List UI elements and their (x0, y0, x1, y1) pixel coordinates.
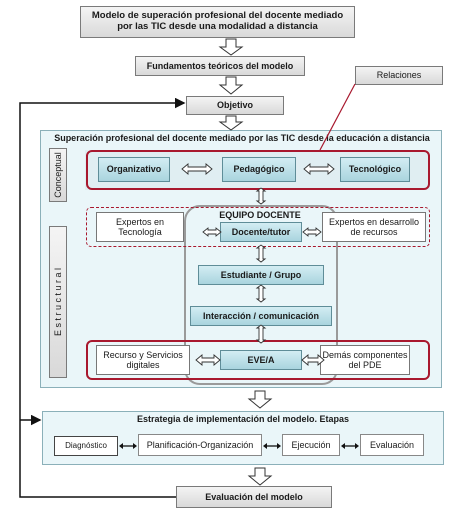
relaciones-box: Relaciones (355, 66, 443, 85)
docente-estudiante-group (184, 205, 338, 385)
estructural-label: E s t r u c t u r a l (53, 267, 63, 337)
objetivo-label: Objetivo (216, 100, 253, 111)
recurso-servicios-box: Recurso y Servicios digitales (96, 345, 190, 375)
organizativo-label: Organizativo (106, 164, 162, 175)
organizativo-box: Organizativo (98, 157, 170, 182)
recurso-servicios-label: Recurso y Servicios digitales (103, 349, 183, 370)
expertos-tecnologia-label: Expertos en Tecnología (115, 216, 165, 237)
planificacion-label: Planificación-Organización (146, 439, 254, 450)
evaluacion-modelo-box: Evaluación del modelo (176, 486, 332, 508)
interaccion-label: Interacción / comunicación (202, 310, 320, 321)
demas-componentes-label: Demás componentes del PDE (322, 349, 408, 370)
planificacion-box: Planificación-Organización (138, 434, 262, 456)
eve-label: EVE/A (247, 354, 275, 365)
estructural-label-box: E s t r u c t u r a l (49, 226, 67, 378)
evaluacion-modelo-label: Evaluación del modelo (205, 491, 303, 502)
model-title: Modelo de superación profesional del doc… (91, 10, 344, 32)
docente-tutor-label: Docente/tutor (231, 226, 291, 237)
fundamentos-box: Fundamentos teóricos del modelo (135, 56, 305, 76)
pedagogico-box: Pedagógico (222, 157, 296, 182)
ejecucion-label: Ejecución (291, 439, 331, 450)
evaluacion-label: Evaluación (369, 439, 415, 450)
demas-componentes-box: Demás componentes del PDE (320, 345, 410, 375)
eve-box: EVE/A (220, 350, 302, 370)
down-arrow-4 (247, 390, 273, 409)
equipo-docente-label: EQUIPO DOCENTE (219, 210, 301, 220)
estudiante-grupo-box: Estudiante / Grupo (198, 265, 324, 285)
docente-tutor-box: Docente/tutor (220, 222, 302, 242)
down-arrow-1 (218, 38, 244, 56)
tecnologico-label: Tecnológico (348, 164, 402, 175)
ejecucion-box: Ejecución (282, 434, 340, 456)
section-title: Superación profesional del docente media… (54, 133, 430, 143)
objetivo-box: Objetivo (186, 96, 284, 115)
conceptual-label-box: Conceptual (49, 148, 67, 202)
fundamentos-label: Fundamentos teóricos del modelo (146, 60, 294, 71)
relaciones-label: Relaciones (376, 70, 422, 81)
conceptual-label: Conceptual (53, 152, 64, 198)
expertos-tecnologia-box: Expertos en Tecnología (96, 212, 184, 242)
diagnostico-box: Diagnóstico (54, 436, 118, 456)
expertos-recursos-box: Expertos en desarrollo de recursos (322, 212, 426, 242)
interaccion-box: Interacción / comunicación (190, 306, 332, 326)
expertos-recursos-label: Expertos en desarrollo de recursos (328, 216, 420, 237)
evaluacion-box: Evaluación (360, 434, 424, 456)
estrategia-title: Estrategia de implementación del modelo.… (136, 414, 350, 424)
down-arrow-5 (247, 467, 273, 486)
estudiante-grupo-label: Estudiante / Grupo (220, 269, 302, 280)
diagnostico-label: Diagnóstico (65, 441, 107, 451)
tecnologico-box: Tecnológico (340, 157, 410, 182)
down-arrow-3 (218, 115, 244, 131)
down-arrow-2 (218, 76, 244, 95)
model-title-box: Modelo de superación profesional del doc… (80, 6, 355, 38)
pedagogico-label: Pedagógico (233, 164, 285, 175)
